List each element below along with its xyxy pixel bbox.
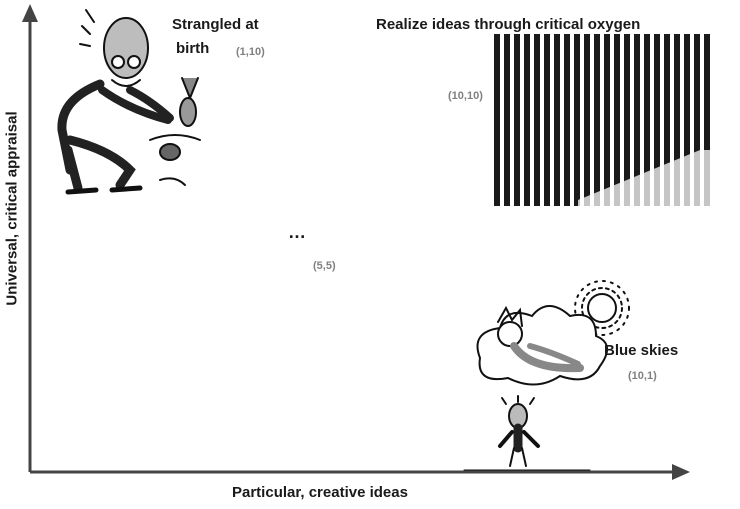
y-axis-label-rotated: Universal, critical appraisal: [3, 111, 21, 306]
strangled-label-line2: birth: [176, 40, 210, 57]
blue-skies-label: Blue skies: [604, 342, 679, 359]
panel-stripe: [674, 34, 680, 206]
panel-crowd-shape: [578, 150, 714, 206]
strangling-man-illustration: [57, 9, 201, 195]
realize-ideas-label: Realize ideas through critical oxygen: [376, 16, 641, 33]
panel-stripe: [614, 34, 620, 206]
panel-stripe: [604, 34, 610, 206]
coord-10-10: (10,10): [448, 90, 483, 102]
panel-stripe: [524, 34, 530, 206]
y-axis-arrow: [22, 4, 38, 22]
panel-stripe: [494, 34, 500, 206]
coord-10-1: (10,1): [628, 370, 657, 382]
panel-stripe: [544, 34, 550, 206]
panel-stripe: [704, 34, 710, 206]
panel-stripe: [554, 34, 560, 206]
x-axis-label: Particular, creative ideas: [232, 484, 408, 501]
panel-stripe: [664, 34, 670, 206]
coord-1-10: (1,10): [236, 46, 265, 58]
blue-skies-illustration: [463, 280, 630, 471]
panel-stripe: [574, 34, 580, 206]
panel-stripe: [584, 34, 590, 206]
panel-stripe: [504, 34, 510, 206]
panel-stripe: [684, 34, 690, 206]
panel-stripe: [594, 34, 600, 206]
panel-stripe: [514, 34, 520, 206]
panel-stripe: [644, 34, 650, 206]
strangled-label-line1: Strangled at: [172, 16, 259, 33]
panel-stripe: [694, 34, 700, 206]
ellipsis-label: …: [288, 222, 306, 242]
panel-stripe: [624, 34, 630, 206]
panel-stripe: [654, 34, 660, 206]
panel-stripe: [534, 34, 540, 206]
coord-5-5: (5,5): [313, 260, 336, 272]
panel-stripes: [494, 34, 710, 206]
panel-stripe: [564, 34, 570, 206]
x-axis-arrow: [672, 464, 690, 480]
axes: [22, 4, 690, 480]
panel-stripe: [634, 34, 640, 206]
striped-panel-illustration: [494, 34, 714, 206]
